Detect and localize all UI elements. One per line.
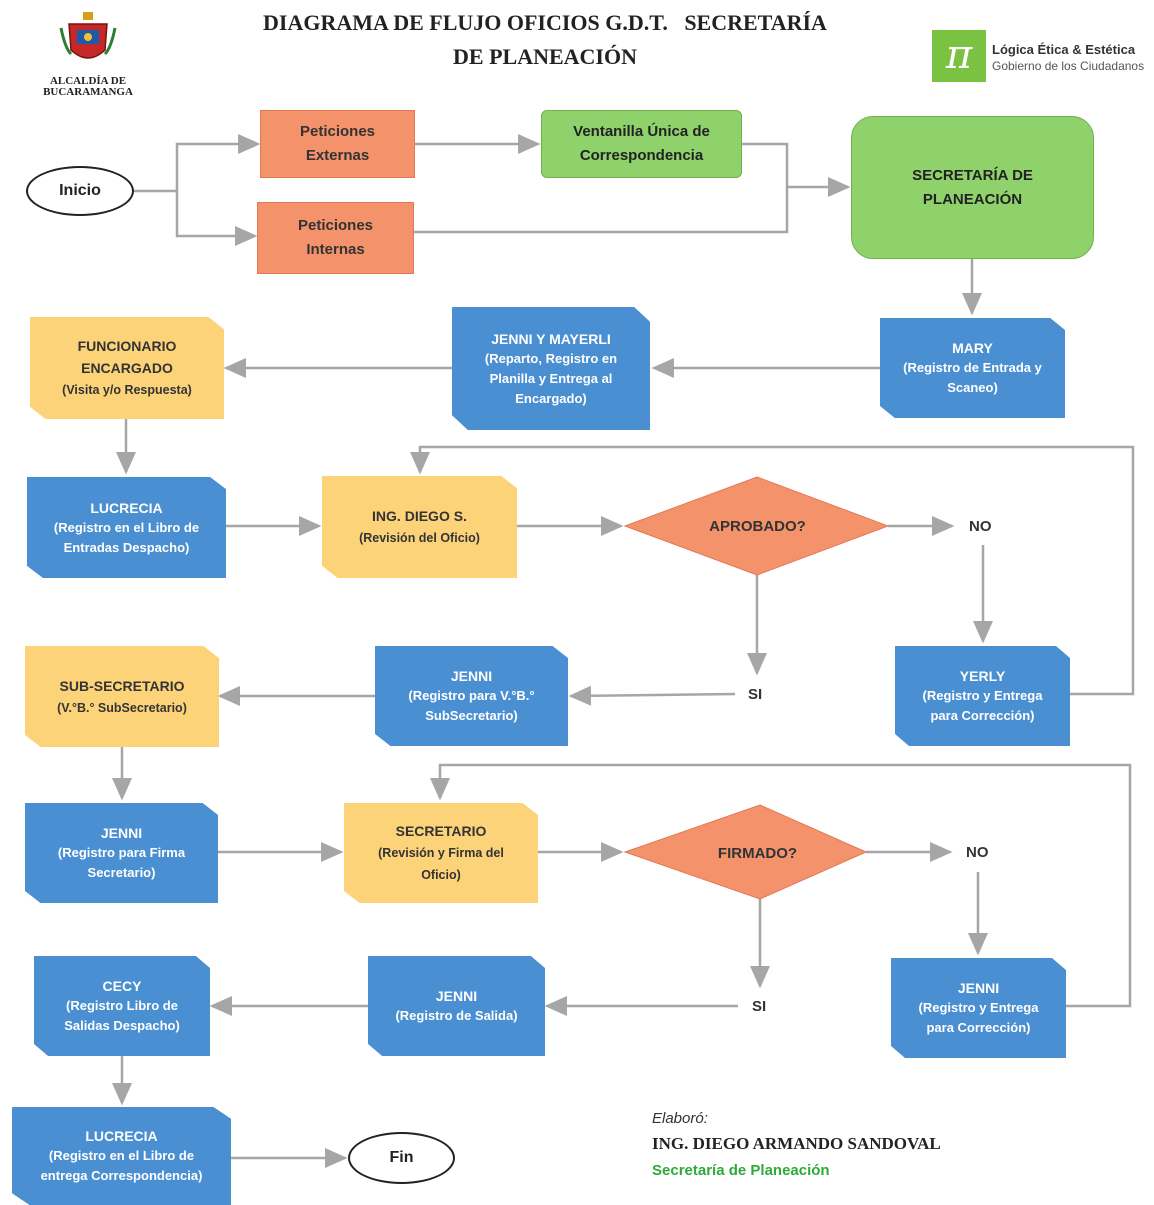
cecy-title: CECY [102, 978, 142, 994]
start-node: Inicio [26, 166, 134, 216]
funcionario-node: FUNCIONARIO ENCARGADO (Visita y/o Respue… [30, 317, 224, 419]
secretaria-line2: PLANEACIÓN [922, 190, 1023, 208]
jenni-salida-node: JENNI (Registro de Salida) [368, 956, 545, 1056]
peticiones-externas-node: Peticiones Externas [260, 110, 415, 178]
title-line2: DE PLANEACIÓN [453, 44, 637, 69]
ventanilla-line1: Ventanilla Única de [573, 123, 710, 140]
mary-title: MARY [952, 340, 993, 356]
cecy-node: CECY (Registro Libro de Salidas Despacho… [34, 956, 210, 1056]
connector-to-pet-int [175, 191, 258, 246]
ventanilla-line2: Correspondencia [579, 147, 704, 164]
diego-desc: (Revisión del Oficio) [359, 531, 480, 545]
diego-title: ING. DIEGO S. [372, 508, 467, 524]
elaboro-label: Elaboró: [652, 1110, 708, 1127]
aprobado-label: APROBADO? [709, 517, 806, 535]
ing-diego-node: ING. DIEGO S. (Revisión del Oficio) [322, 476, 517, 578]
lucrecia-entradas-node: LUCRECIA (Registro en el Libro de Entrad… [27, 477, 226, 578]
yerly-node: YERLY (Registro y Entrega para Correcció… [895, 646, 1070, 746]
jenni-vb-node: JENNI (Registro para V.°B.° SubSecretari… [375, 646, 568, 746]
logica-etica-logo: π Lógica Ética & Estética Gobierno de lo… [932, 30, 1152, 82]
sub-desc: (V.°B.° SubSecretario) [57, 700, 187, 715]
secretaria-node: SECRETARÍA DE PLANEACIÓN [851, 116, 1094, 259]
alcaldia-logo: ALCALDÍA DE BUCARAMANGA [28, 8, 148, 100]
jenni-corr-desc: (Registro y Entrega para Corrección) [918, 1000, 1039, 1035]
sub-title: SUB-SECRETARIO [59, 677, 185, 694]
no-label-1: NO [969, 518, 992, 535]
jenni-correccion-node: JENNI (Registro y Entrega para Correcció… [891, 958, 1066, 1058]
peticiones-internas-node: Peticiones Internas [257, 202, 414, 274]
end-label: Fin [389, 1149, 414, 1166]
coat-of-arms-icon [59, 12, 117, 59]
jenni-corr-title: JENNI [957, 980, 1000, 996]
connector-yerly-loop [410, 445, 1135, 696]
lucrecia-correspondencia-node: LUCRECIA (Registro en el Libro de entreg… [12, 1107, 231, 1205]
jenni-salida-title: JENNI [435, 988, 478, 1004]
jenni-vb-desc: (Registro para V.°B.° SubSecretario) [408, 688, 535, 723]
jenni-mayerli-node: JENNI Y MAYERLI (Reparto, Registro en Pl… [452, 307, 650, 430]
jenni-firma-node: JENNI (Registro para Firma Secretario) [25, 803, 218, 903]
logo-right-line1: Lógica Ética & Estética [992, 42, 1136, 57]
yerly-desc: (Registro y Entrega para Corrección) [922, 688, 1043, 723]
pi-icon: π [932, 30, 986, 82]
title-line1: DIAGRAMA DE FLUJO OFICIOS G.D.T. SECRETA… [263, 10, 827, 35]
author-department: Secretaría de Planeación [652, 1162, 830, 1179]
jenni-mayerli-desc: (Reparto, Registro en Planilla y Entrega… [484, 350, 618, 406]
pet-int-line2: Internas [306, 241, 365, 258]
secretario-title: SECRETARIO [395, 823, 487, 839]
yerly-title: YERLY [959, 668, 1006, 684]
connector-si-jennivb [568, 685, 736, 706]
jenni-mayerli-title: JENNI Y MAYERLI [491, 330, 611, 347]
logo-left-line1: ALCALDÍA DE [49, 75, 127, 87]
jenni-salida-desc: (Registro de Salida) [395, 1008, 518, 1023]
connector-jennicorr-loop [430, 763, 1132, 1008]
no-label-2: NO [966, 844, 989, 861]
cecy-desc: (Registro Libro de Salidas Despacho) [64, 998, 180, 1033]
pet-ext-line2: Externas [305, 147, 370, 164]
funcionario-desc: (Visita y/o Respuesta) [62, 383, 192, 397]
logo-right-line2: Gobierno de los Ciudadanos [992, 59, 1145, 73]
start-label: Inicio [59, 182, 101, 199]
mary-desc: (Registro de Entrada y Scaneo) [903, 360, 1042, 395]
pet-int-line1: Peticiones [297, 217, 374, 234]
jenni-firma-desc: (Registro para Firma Secretario) [57, 845, 186, 880]
connector-to-pet-ext [175, 134, 261, 191]
secretario-desc: (Revisión y Firma del Oficio) [378, 846, 504, 882]
funcionario-title: FUNCIONARIO ENCARGADO [77, 338, 177, 376]
ventanilla-node: Ventanilla Única de Correspondencia [541, 110, 742, 178]
sub-secretario-node: SUB-SECRETARIO (V.°B.° SubSecretario) [25, 646, 219, 747]
si-label-2: SI [752, 998, 767, 1015]
secretaria-line1: SECRETARÍA DE [912, 166, 1033, 184]
lucrecia1-title: LUCRECIA [90, 499, 163, 516]
logo-left-line2: BUCARAMANGA [43, 86, 133, 98]
si-label-1: SI [748, 686, 763, 703]
connector-int-merge [414, 187, 789, 234]
lucrecia2-title: LUCRECIA [85, 1128, 158, 1144]
author-name: ING. DIEGO ARMANDO SANDOVAL [652, 1134, 941, 1153]
lucrecia1-desc: (Registro en el Libro de Entradas Despac… [53, 519, 200, 555]
mary-node: MARY (Registro de Entrada y Scaneo) [880, 318, 1065, 418]
diamond-firmado [623, 804, 868, 900]
end-node: Fin [348, 1132, 455, 1184]
pet-ext-line1: Peticiones [299, 123, 376, 140]
lucrecia2-desc: (Registro en el Libro de entrega Corresp… [40, 1148, 203, 1183]
diamond-aprobado [623, 476, 890, 576]
secretario-node: SECRETARIO (Revisión y Firma del Oficio) [344, 803, 538, 903]
jenni-firma-title: JENNI [100, 825, 143, 841]
firmado-label: FIRMADO? [717, 844, 798, 862]
connector-ventanilla-merge [742, 142, 789, 187]
jenni-vb-title: JENNI [450, 668, 493, 684]
page-title: DIAGRAMA DE FLUJO OFICIOS G.D.T. SECRETA… [200, 6, 890, 74]
